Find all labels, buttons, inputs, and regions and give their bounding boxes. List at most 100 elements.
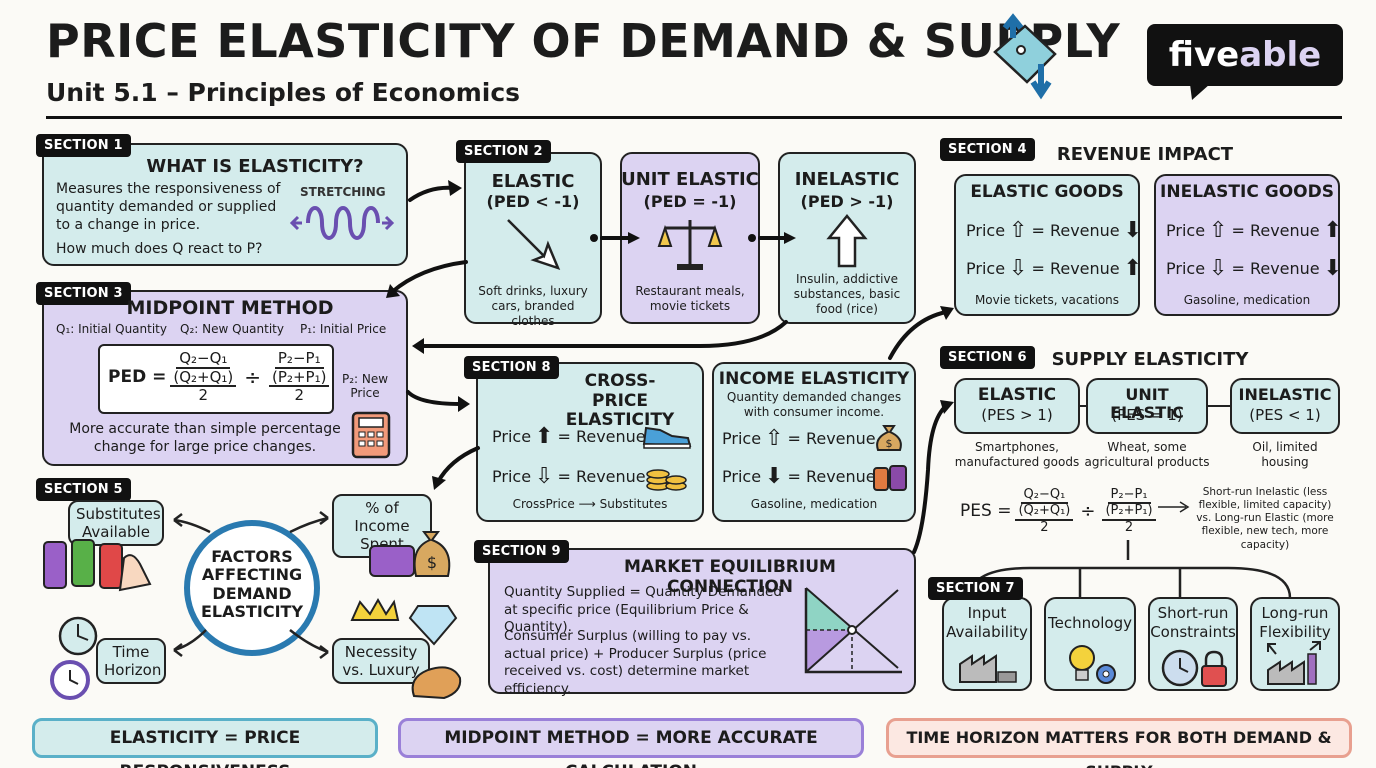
s7-tree-lines [968, 540, 1292, 599]
s6-den-p: (P₂+P₁) [1102, 504, 1156, 521]
price-label: Price [722, 467, 762, 486]
s6-note-arrow [1158, 501, 1190, 513]
s6-connectors [1080, 405, 1230, 407]
s3-q1-label: Q₁: Initial Quantity [56, 322, 167, 336]
s6-inelastic-pes: (PES < 1) [1249, 406, 1321, 424]
brand-name: five [1168, 35, 1240, 75]
s3-num-q: Q₂−Q₁ [176, 350, 231, 369]
s2-elastic-ped: (PED < -1) [486, 192, 580, 211]
s2-unit-title: UNIT ELASTIC [621, 169, 759, 190]
s2-elastic-title: ELASTIC [491, 171, 575, 192]
arrow-up-icon [826, 214, 868, 268]
wallet-money-icon: $ [369, 531, 451, 577]
s2-unit-ped: (PED = -1) [643, 192, 737, 211]
revenue-label: = Revenue [1231, 221, 1320, 240]
s1-question: How much does Q react to P? [56, 241, 263, 257]
s8-income-title: INCOME ELASTICITY [718, 369, 910, 389]
s4-elastic-box [954, 174, 1140, 316]
s6-num-q: Q₂−Q₁ [1020, 487, 1069, 505]
s2-unit-examples: Restaurant meals, movie tickets [635, 284, 745, 313]
section-7-tag: SECTION 7 [928, 577, 1023, 600]
arrow-down-outline-icon: ⇩ [1209, 256, 1228, 281]
s5-connectors [173, 511, 329, 659]
arrow-up-outline-icon: ⇧ [1209, 218, 1228, 243]
s4-inelastic-examples: Gasoline, medication [1183, 293, 1311, 307]
section-3-tag: SECTION 3 [36, 282, 131, 305]
lightbulb-gear-icon [1069, 645, 1116, 684]
s5-center-circle [184, 520, 320, 656]
brand-accent: able [1239, 35, 1322, 75]
header-divider [46, 116, 1342, 119]
s1-icon-label: STRETCHING [300, 185, 386, 199]
s4-title: REVENUE IMPACT [1056, 144, 1234, 165]
s6-elastic-title: ELASTIC [977, 385, 1057, 405]
arrow-down-outline-icon: ⇩ [535, 464, 554, 489]
revenue-label: = Revenue [1031, 259, 1120, 278]
s9-title: MARKET EQUILIBRIUM CONNECTION [624, 557, 836, 597]
s3-den-p: (P₂+P₁) [269, 368, 330, 387]
section-9-tag: SECTION 9 [474, 540, 569, 563]
crown-diamond-bread-icon [350, 597, 462, 700]
section-8-tag: SECTION 8 [464, 356, 559, 379]
arrow-down-outline-icon: ⇩ [1009, 256, 1028, 281]
s2-inelastic-title: INELASTIC [794, 169, 900, 190]
spring-icon [289, 206, 395, 240]
factory-icon [959, 654, 1017, 683]
s3-div: ÷ [244, 364, 262, 389]
s6-inelastic-title: INELASTIC [1238, 385, 1332, 404]
s3-two-p: 2 [294, 386, 305, 404]
calculator-icon [351, 411, 391, 459]
s6-two-p: 2 [1124, 519, 1134, 535]
s3-q2-label: Q₂: New Quantity [180, 322, 284, 336]
s4-inelastic-row2: Price ⇩ = Revenue ⬇ [1166, 256, 1342, 281]
section-1-tag: SECTION 1 [36, 134, 131, 157]
sneaker-icon [642, 426, 692, 449]
s7-tech-box [1044, 597, 1136, 691]
s6-frac-p: P₂−P₁ (P₂+P₁) 2 [1102, 487, 1156, 535]
s3-formula-box [98, 344, 334, 414]
s5-factor-necessity: Necessity vs. Luxury [332, 638, 430, 684]
section-5-tag: SECTION 5 [36, 478, 131, 501]
s2-inelastic-examples: Insulin, addictive substances, basic foo… [793, 272, 901, 316]
s8-cross-row2: Price ⇩ = Revenue [492, 464, 646, 489]
revenue-label: = Revenue [1231, 259, 1320, 278]
s8-cross-note: CrossPrice ⟶ Substitutes [512, 497, 668, 511]
s4-inelastic-row1: Price ⇧ = Revenue ⬆ [1166, 218, 1342, 243]
s4-inelastic-title: INELASTIC GOODS [1160, 182, 1334, 202]
price-label: Price [722, 429, 762, 448]
s3-frac-p: P₂−P₁ (P₂+P₁) 2 [269, 350, 330, 404]
s3-ped-label: PED = [108, 366, 167, 387]
s7-tech-label: Technology [1047, 614, 1133, 632]
s6-note: Short-run Inelastic (less flexible, limi… [1196, 486, 1334, 551]
s6-div: ÷ [1080, 500, 1096, 522]
s3-title: MIDPOINT METHOD [126, 297, 334, 319]
s6-elastic-examples: Smartphones, manufactured goods [954, 440, 1080, 469]
s3-num-p: P₂−P₁ [274, 350, 324, 369]
s6-elastic-box [954, 378, 1080, 434]
arrow-up-outline-icon: ⇧ [765, 426, 784, 451]
s6-inelastic-examples: Oil, limited housing [1252, 440, 1318, 469]
s8-income-sub: Quantity demanded changes with consumer … [726, 390, 902, 419]
price-label: Price [1166, 259, 1206, 278]
svg-text:$: $ [427, 553, 437, 572]
s8-income-row1: Price ⇧ = Revenue [722, 426, 876, 451]
s7-short-label: Short-run Constraints [1150, 604, 1236, 641]
banner-midpoint: MIDPOINT METHOD = MORE ACCURATE CALCULAT… [398, 718, 864, 768]
logo-tail [1190, 84, 1210, 100]
scale-icon [657, 220, 723, 270]
section-6-tag: SECTION 6 [940, 346, 1035, 369]
s6-den-q: (Q₂+Q₁) [1015, 504, 1074, 521]
clock-icon [50, 616, 98, 700]
brand-logo: fiveable [1147, 24, 1343, 86]
banner-elasticity: ELASTICITY = PRICE RESPONSIVENESS [32, 718, 378, 768]
arrow-down-solid-icon: ⬇ [1123, 218, 1143, 243]
revenue-label: = Revenue [557, 467, 646, 486]
price-label: Price [492, 467, 532, 486]
s6-pes-label: PES = [960, 501, 1012, 522]
s1-title: WHAT IS ELASTICITY? [146, 156, 364, 177]
arrow-up-solid-icon: ⬆ [1123, 256, 1143, 281]
s3-den-q: (Q₂+Q₁) [170, 368, 237, 387]
s5-center-label: FACTORS AFFECTING DEMAND ELASTICITY [200, 547, 304, 622]
s6-frac-q: Q₂−Q₁ (Q₂+Q₁) 2 [1015, 487, 1074, 535]
s2-elastic-examples: Soft drinks, luxury cars, branded clothe… [478, 284, 588, 328]
